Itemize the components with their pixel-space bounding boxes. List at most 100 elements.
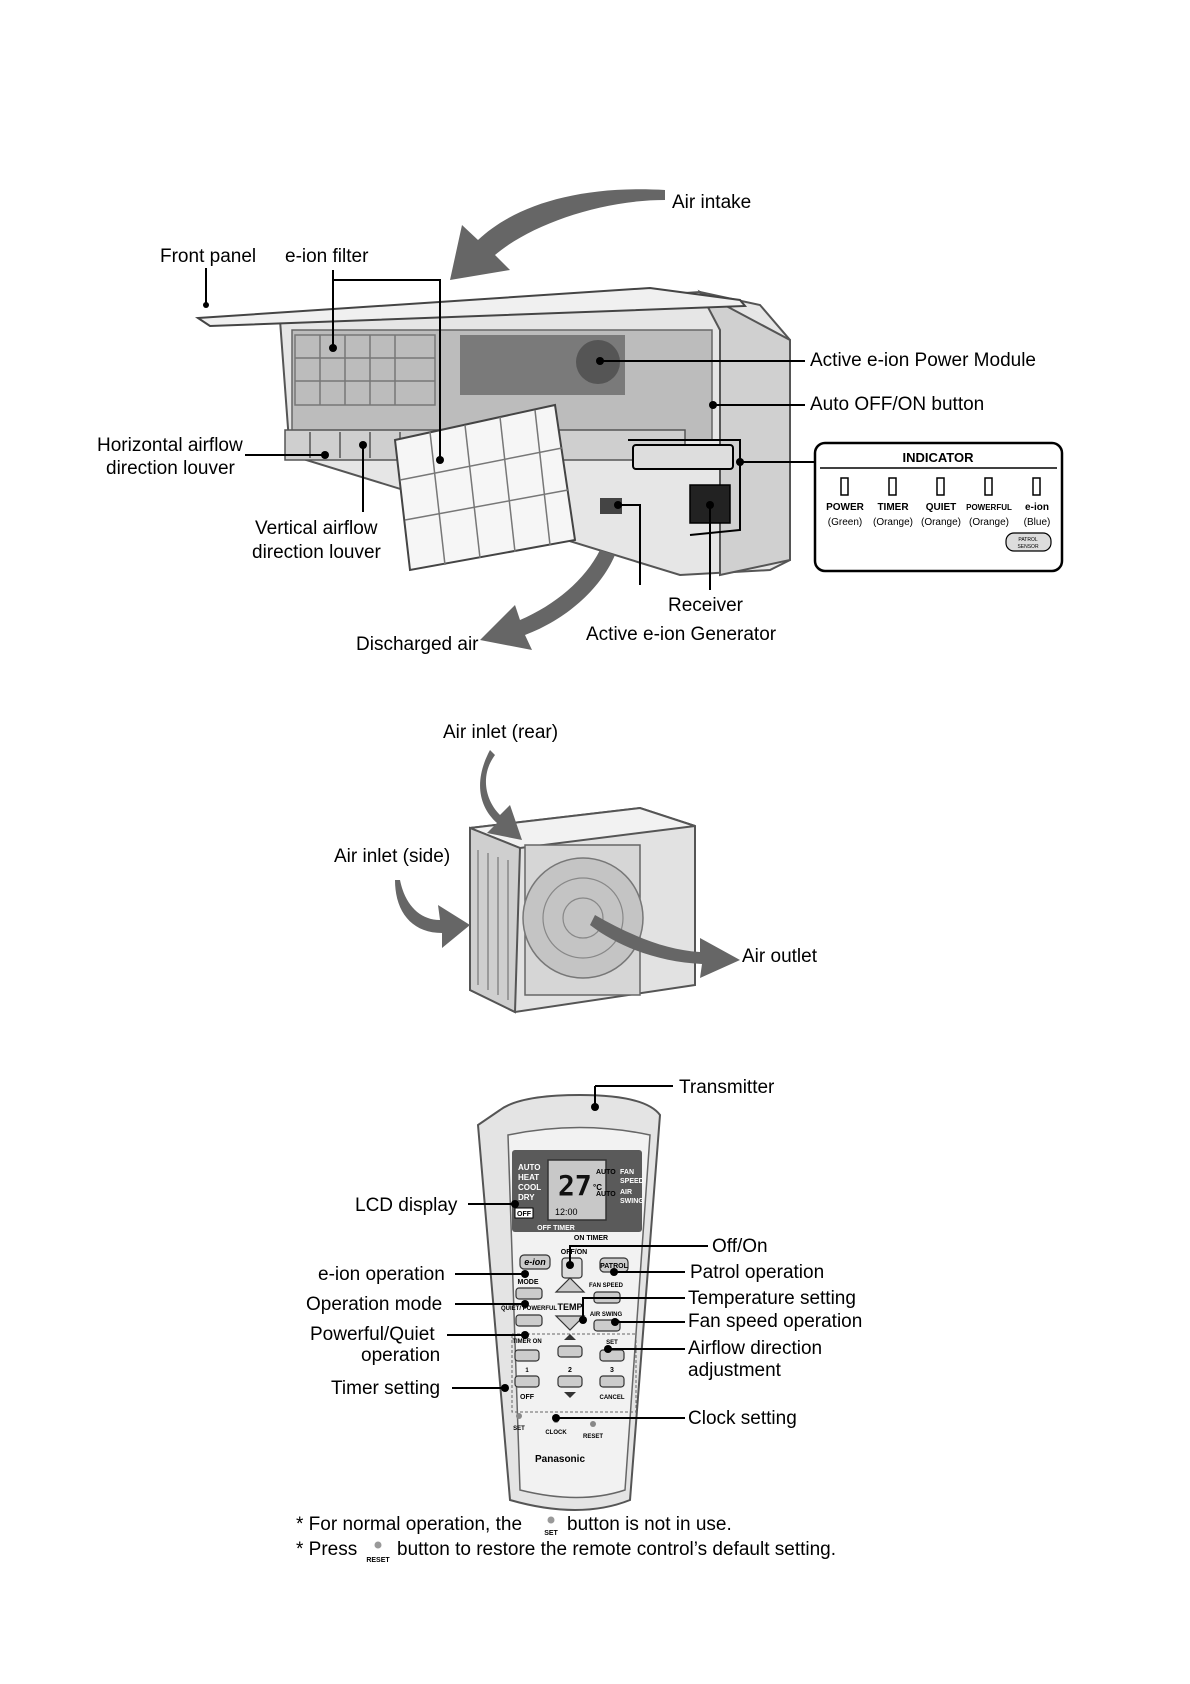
label-eion-filter: e-ion filter [285,246,369,267]
air-inlet-rear-arrow [480,750,522,840]
timer-up-button[interactable] [557,1345,583,1358]
lcd-fan-auto: AUTO [596,1169,616,1176]
indicator-power: POWER (Green) [826,477,865,528]
indicator-name: TIMER [877,502,909,513]
bottom-set-label: SET [513,1426,525,1432]
label-vertical-louver-1: Vertical airflow [255,518,378,539]
label-discharged-air: Discharged air [356,634,479,655]
brand-logo: Panasonic [535,1454,585,1465]
indicator-lamp-icon [840,477,849,496]
air-inlet-side-arrow [395,880,470,948]
label-horizontal-louver-1: Horizontal airflow [97,435,243,456]
lcd-swing-label-1: AIR [620,1189,632,1196]
indicator-color: (Blue) [1024,517,1051,528]
remote-control: AUTO HEAT COOL DRY 27 °C AUTO FAN SPEED … [476,1093,662,1511]
reset-button[interactable] [590,1421,596,1427]
indicator-color: (Orange) [969,517,1009,528]
lcd-unit: °C [593,1183,602,1192]
patrol-sensor-icon [1005,532,1052,552]
label-off-on: Off/On [712,1236,768,1257]
note-2-reset: RESET [366,1557,390,1564]
label-airflow-direction-2: adjustment [688,1360,782,1381]
clock-button-label: CLOCK [545,1430,567,1436]
air-intake-arrow [450,189,665,280]
indicator-lamp-icon [1032,477,1041,496]
eion-button-label: e-ion [524,1257,546,1267]
num-2-label: 2 [568,1367,572,1374]
timer-up-icon [564,1334,576,1340]
label-receiver: Receiver [668,595,744,616]
indicator-name: QUIET [926,502,957,513]
temp-down-button[interactable] [554,1315,586,1331]
lcd-screen [547,1159,607,1221]
label-airflow-direction-1: Airflow direction [688,1338,822,1359]
outdoor-unit [469,806,696,1014]
indicator-lamp-icon [984,477,993,496]
bottom-set-button[interactable] [516,1413,522,1419]
eion-button[interactable] [519,1254,551,1270]
fan-grille-icon [522,857,644,979]
quiet-powerful-button[interactable] [515,1314,543,1327]
lcd-fan-label-2: SPEED [620,1178,644,1185]
label-powerful-quiet-2: operation [361,1345,440,1366]
note-1-b: button is not in use. [567,1514,732,1535]
timer-on-button[interactable] [514,1349,540,1362]
label-front-panel: Front panel [160,246,256,267]
label-active-eion-power-module: Active e-ion Power Module [810,350,1036,371]
filter-left [294,334,436,406]
temp-label: TEMP [557,1302,582,1312]
timer-set-label: SET [606,1340,618,1346]
air-swing-button-label: AIR SWING [590,1312,623,1318]
lcd-temperature: 27 [558,1169,592,1202]
front-panel-shape [194,286,748,328]
label-air-intake: Air intake [672,192,751,213]
indicator-name: POWERFUL [966,503,1012,512]
indicator-eion: e-ion (Blue) [1024,477,1051,528]
indicator-name: e-ion [1025,502,1049,513]
label-air-outlet: Air outlet [742,946,818,967]
label-patrol-operation: Patrol operation [690,1262,824,1283]
label-timer-setting: Timer setting [331,1378,440,1399]
discharged-air-arrow [480,550,615,650]
label-lcd-display: LCD display [355,1195,458,1216]
lcd-swing-label-2: SWING [620,1198,644,1205]
remote-leader-lines [447,1085,708,1422]
timer-down-button[interactable] [557,1375,583,1388]
indoor-unit [194,286,791,577]
label-fan-speed-operation: Fan speed operation [688,1311,862,1332]
timer-set-button[interactable] [599,1349,625,1362]
lcd-fan-label-1: FAN [620,1169,634,1176]
mode-button[interactable] [515,1287,543,1300]
num-3-label: 3 [610,1367,614,1374]
reset-button-label: RESET [583,1434,603,1440]
timer-off-label: OFF [520,1394,535,1401]
label-active-eion-generator: Active e-ion Generator [586,624,777,645]
temp-up-button[interactable] [554,1277,586,1293]
indicator-lamp-icon [936,477,945,496]
air-outlet-arrow [590,915,740,978]
lcd-mode-auto: AUTO [518,1163,541,1172]
timer-cancel-label: CANCEL [600,1395,625,1401]
note-1-set: SET [544,1530,558,1537]
lcd-off: OFF [517,1211,532,1218]
indicator-color: (Orange) [873,517,913,528]
label-vertical-louver-2: direction louver [252,542,382,563]
timer-down-icon [564,1392,576,1398]
note-2-a: * Press [296,1539,357,1560]
indicator-lamp-icon [888,477,897,496]
timer-off-button[interactable] [514,1375,540,1388]
indicator-color: (Green) [828,517,862,528]
label-air-inlet-side: Air inlet (side) [334,846,450,867]
fan-speed-button-label: FAN SPEED [589,1283,624,1289]
off-on-button-label: OFF/ON [561,1249,587,1256]
label-clock-setting: Clock setting [688,1408,797,1429]
label-powerful-quiet-1: Powerful/Quiet [310,1324,435,1345]
indoor-leader-lines [203,268,815,590]
indicator-powerful: POWERFUL (Orange) [966,477,1012,528]
mode-button-label: MODE [518,1279,539,1286]
note-2-b: button to restore the remote control’s d… [397,1539,836,1560]
timer-cancel-button[interactable] [599,1375,625,1388]
label-temperature-setting: Temperature setting [688,1288,856,1309]
indicator-timer: TIMER (Orange) [873,477,913,528]
indicator-box: INDICATOR POWER (Green) TIMER (Orange) Q… [813,441,1064,573]
